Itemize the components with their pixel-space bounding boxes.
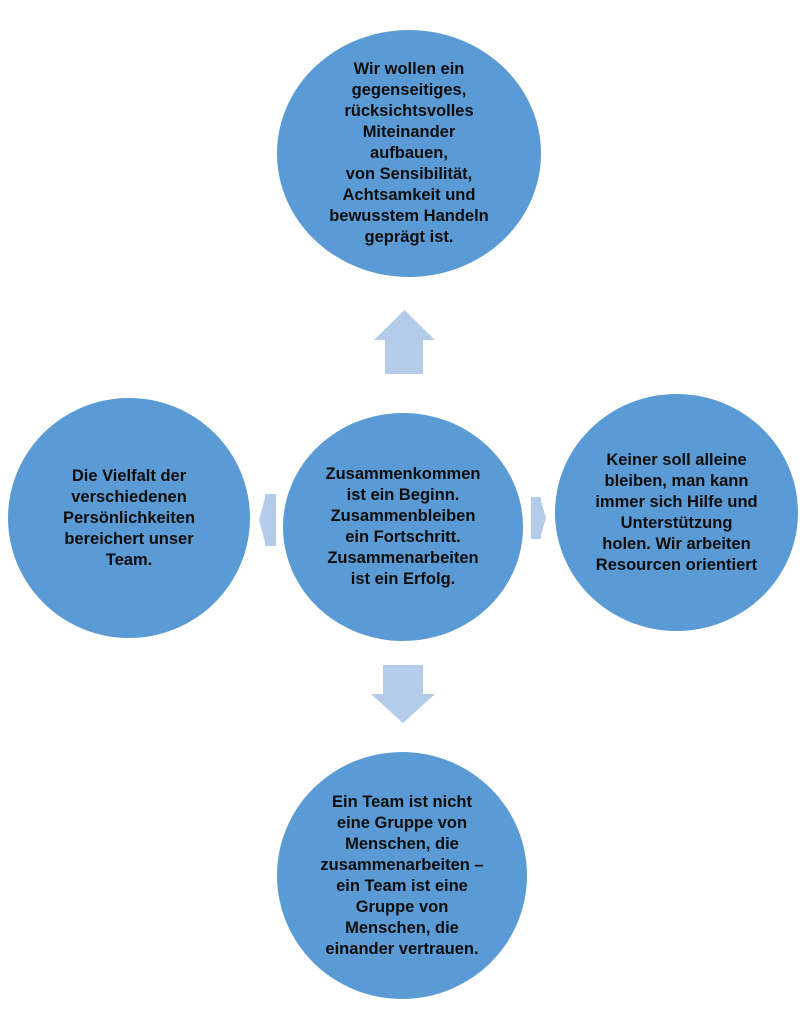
arrow-left-icon bbox=[259, 494, 276, 546]
arrow-up-shape bbox=[374, 310, 435, 374]
circle-left-text: Die Vielfalt der verschiedenen Persönlic… bbox=[62, 466, 196, 569]
circle-right-text: Keiner soll alleine bleiben, man kann im… bbox=[595, 450, 758, 574]
arrow-right-icon bbox=[531, 497, 546, 539]
circle-right: Keiner soll alleine bleiben, man kann im… bbox=[555, 394, 798, 631]
circle-bottom: Ein Team ist nicht eine Gruppe von Mensc… bbox=[277, 752, 527, 999]
circle-center-text: Zusammenkommen ist ein Beginn. Zusammenb… bbox=[325, 465, 481, 588]
arrow-up-icon bbox=[374, 310, 435, 374]
circle-left: Die Vielfalt der verschiedenen Persönlic… bbox=[8, 398, 250, 638]
arrow-left-shape bbox=[259, 494, 276, 546]
circle-top-text: Wir wollen ein gegenseitiges, rücksichts… bbox=[329, 60, 489, 246]
arrow-down-icon bbox=[371, 665, 435, 723]
arrow-down-shape bbox=[371, 665, 435, 723]
arrow-right-shape bbox=[531, 497, 546, 539]
circle-top: Wir wollen ein gegenseitiges, rücksichts… bbox=[277, 30, 541, 277]
circle-center: Zusammenkommen ist ein Beginn. Zusammenb… bbox=[283, 413, 523, 641]
circle-bottom-text: Ein Team ist nicht eine Gruppe von Mensc… bbox=[320, 792, 484, 958]
